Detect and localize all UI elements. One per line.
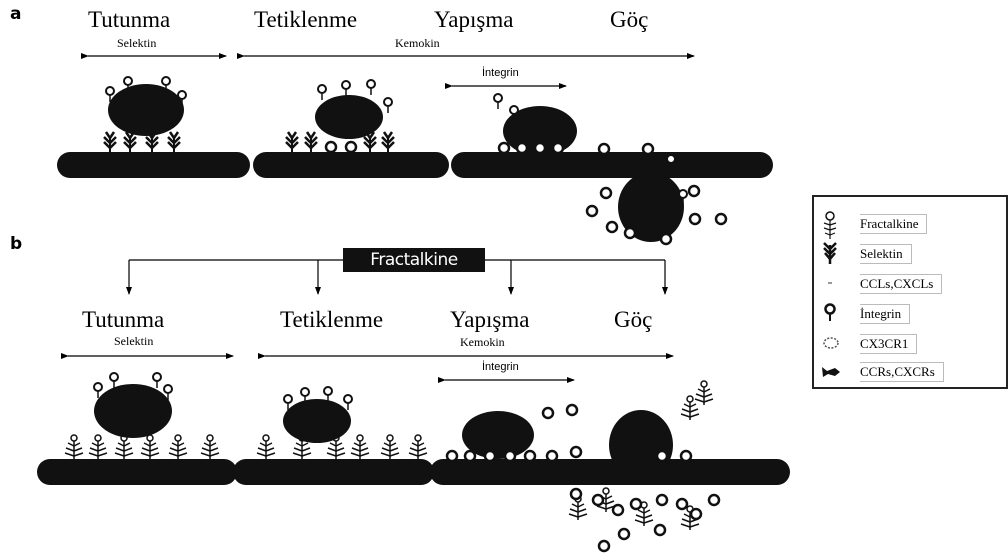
- fractalkine-icon: [820, 211, 850, 235]
- legend-label-ccl-cxcl: CCLs,CXCLs: [860, 274, 942, 294]
- legend-label-selectin: Selektin: [860, 244, 912, 264]
- stage-yapisma-a: Yapışma: [434, 8, 513, 31]
- legend-item-ccr-cxcr: CCRs,CXCRs: [820, 359, 1002, 383]
- legend-label-integrin: İntegrin: [860, 304, 910, 324]
- panel-b-endothelium: [37, 459, 790, 485]
- legend-item-ccl-cxcl: CCLs,CXCLs: [820, 271, 1002, 295]
- integrin-icon: [820, 301, 850, 325]
- stage-tetiklenme-b: Tetiklenme: [280, 308, 383, 331]
- stage-goc-b: Göç: [614, 308, 652, 331]
- stage-tutunma-b: Tutunma: [82, 308, 164, 331]
- panel-a-endothelium: [57, 152, 773, 178]
- legend-item-fractalkine: Fractalkine: [820, 211, 1002, 235]
- legend-label-ccr-cxcr: CCRs,CXCRs: [860, 362, 944, 382]
- stage-goc-a: Göç: [610, 8, 648, 31]
- legend: Fractalkine Selektin CCLs,CXCLs İntegrin…: [812, 195, 1008, 389]
- fractalkine-box: Fractalkine: [343, 248, 485, 272]
- stage-tetiklenme-a: Tetiklenme: [254, 8, 357, 31]
- legend-label-fractalkine: Fractalkine: [860, 214, 927, 234]
- integrin-label-b: İntegrin: [482, 362, 519, 373]
- integrin-label-a: İntegrin: [482, 68, 519, 79]
- ccr-cxcr-icon: [820, 359, 850, 383]
- selektin-label-a: Selektin: [117, 37, 156, 49]
- ccl-cxcl-icon: [820, 271, 850, 295]
- selectin-icon: [820, 241, 850, 265]
- selektin-label-b: Selektin: [114, 335, 153, 347]
- kemokin-label-b: Kemokin: [460, 336, 505, 348]
- cx3cr1-icon: [820, 331, 850, 355]
- panel-b-label: b: [10, 236, 22, 253]
- legend-item-selectin: Selektin: [820, 241, 1002, 265]
- legend-label-cx3cr1: CX3CR1: [860, 334, 917, 354]
- panel-a-range-arrows: [88, 56, 694, 86]
- legend-item-cx3cr1: CX3CR1: [820, 331, 1002, 355]
- stage-tutunma-a: Tutunma: [88, 8, 170, 31]
- stage-yapisma-b: Yapışma: [450, 308, 529, 331]
- panel-a-label: a: [10, 6, 21, 23]
- kemokin-label-a: Kemokin: [395, 37, 440, 49]
- legend-item-integrin: İntegrin: [820, 301, 1002, 325]
